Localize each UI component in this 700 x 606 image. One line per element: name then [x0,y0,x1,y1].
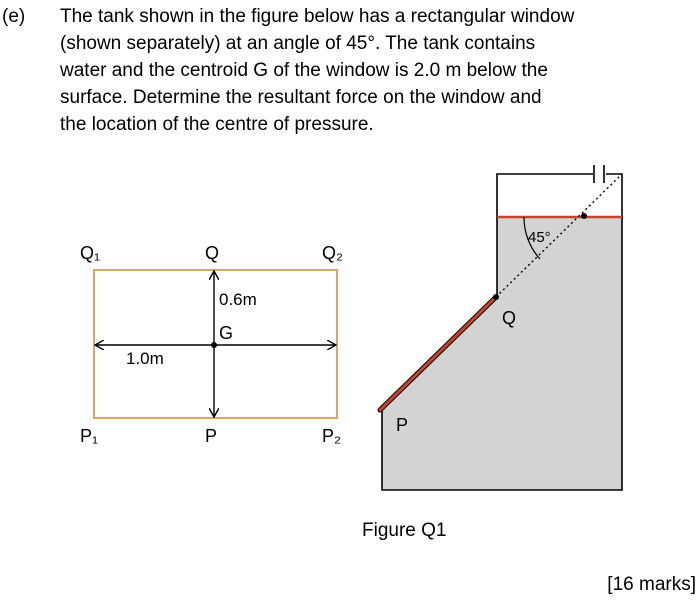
label-q1: Q₁ [80,243,100,263]
problem-statement: The tank shown in the figure below has a… [60,3,700,138]
inclined-window-face [378,295,498,412]
problem-line-5: the location of the centre of pressure. [60,114,374,135]
angle-arc [523,216,541,260]
problem-line-3: water and the centroid G of the window i… [60,60,548,81]
label-q2: Q₂ [322,243,343,263]
water-region [382,217,622,490]
problem-line-2: (shown separately) at an angle of 45°. T… [60,33,536,54]
centroid-point [211,342,217,348]
tank-wall-right [381,173,623,491]
window-diagram: Q₁ Q Q₂ 0.6m G 1.0m P₁ P P₂ [80,243,343,446]
problem-line-1: The tank shown in the figure below has a… [60,6,575,27]
figure-caption: Figure Q1 [362,520,447,541]
window-top-point [493,294,499,300]
tank-diagram: 45° Q P [377,165,623,491]
extension-line [495,175,621,298]
label-q-top: Q [205,243,219,263]
label-centroid: G [219,323,233,343]
label-p-bottom: P [205,426,217,446]
label-half-height: 0.6m [219,290,257,309]
marks-label: [16 marks] [607,574,696,595]
problem-line-4: surface. Determine the resultant force o… [60,87,542,108]
surface-intersection-point [581,213,587,219]
label-angle: 45° [528,229,551,246]
label-tank-p: P [396,415,408,435]
label-p1: P₁ [80,426,98,446]
label-tank-q: Q [502,308,516,328]
tank-wall [496,173,593,297]
label-p2: P₂ [322,426,341,446]
label-width: 1.0m [126,349,164,368]
question-number: (e) [2,6,26,27]
